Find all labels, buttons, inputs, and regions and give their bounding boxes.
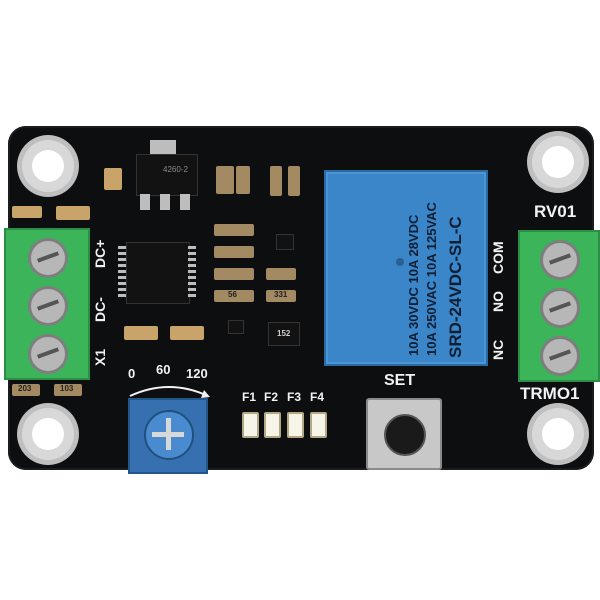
resistor-mark: 203 [18,384,32,393]
relay-dot-icon [396,258,404,266]
resistor-mark: 103 [60,384,74,393]
set-button[interactable] [366,398,442,470]
mounting-hole-bottom-left [22,408,74,460]
label-scale-60: 60 [156,362,171,377]
resistor-mark: 331 [274,290,288,299]
smd-resistor [214,268,254,280]
label-nc: NC [490,339,506,360]
smd-resistor: 56 [214,290,254,302]
label-f2: F2 [264,390,279,404]
label-dc-minus: DC- [92,297,108,322]
smd-capacitor [124,326,158,340]
label-scale-120: 120 [186,366,208,381]
label-rv01: RV01 [534,202,577,221]
chip-pins-right [188,246,196,298]
label-f3: F3 [287,390,302,404]
smd-capacitor [104,168,122,190]
smd-capacitor [170,326,204,340]
transistor [276,234,294,250]
smd-capacitor [56,206,90,220]
smd-resistor [288,166,300,196]
screw-icon[interactable] [540,240,580,280]
resistor-mark: 56 [228,290,237,299]
screw-icon[interactable] [540,336,580,376]
relay-rating-2: 10A 30VDC 10A 28VDC [406,214,421,356]
smd-resistor: 203 [12,384,40,396]
smd-resistor [266,268,296,280]
smd-resistor: 103 [54,384,82,396]
potentiometer[interactable] [128,398,208,474]
led-f2 [264,412,281,438]
smd-resistor [214,224,254,236]
relay-terminal-block[interactable] [518,230,600,382]
screw-icon[interactable] [28,238,68,278]
smd-diode: 152 [268,322,300,346]
regulator-mark: 4260-2 [163,165,188,174]
label-com: COM [490,241,506,274]
power-terminal-block[interactable] [4,228,90,380]
potentiometer-knob-icon[interactable] [144,410,194,460]
label-dc-plus: DC+ [92,239,108,268]
regulator-leg-1 [140,194,150,210]
relay-model: SRD-24VDC-SL-C [446,216,465,358]
smd-capacitor [12,206,42,218]
label-x1: X1 [92,348,108,366]
diode-mark: 152 [277,329,291,338]
led-f1 [242,412,259,438]
smd-resistor [270,166,282,196]
mounting-hole-top-left [22,140,74,192]
button-cap-icon[interactable] [384,414,426,456]
mounting-hole-bottom-right [532,408,584,460]
regulator-tab [150,140,176,154]
regulator-leg-3 [180,194,190,210]
led-f4 [310,412,327,438]
microcontroller-chip [126,242,190,304]
voltage-regulator: 4260-2 [136,154,198,196]
led-f3 [287,412,304,438]
smd-resistor [236,166,250,194]
label-no: NO [490,291,506,312]
transistor [228,320,244,334]
label-trm01: TRMO1 [520,384,580,403]
smd-resistor [216,166,234,194]
regulator-leg-2 [160,194,170,210]
label-scale-0: 0 [128,366,136,381]
screw-icon[interactable] [28,334,68,374]
smd-resistor [214,246,254,258]
label-set: SET [384,372,416,389]
screw-icon[interactable] [540,288,580,328]
screw-icon[interactable] [28,286,68,326]
label-f1: F1 [242,390,257,404]
label-f4: F4 [310,390,325,404]
chip-pins-left [118,246,126,298]
smd-resistor: 331 [266,290,296,302]
relay-rating-1: 10A 250VAC 10A 125VAC [424,202,439,356]
relay: SRD-24VDC-SL-C 10A 250VAC 10A 125VAC 10A… [324,170,488,366]
pot-scale-arc-icon [129,386,210,398]
mounting-hole-top-right [532,136,584,188]
